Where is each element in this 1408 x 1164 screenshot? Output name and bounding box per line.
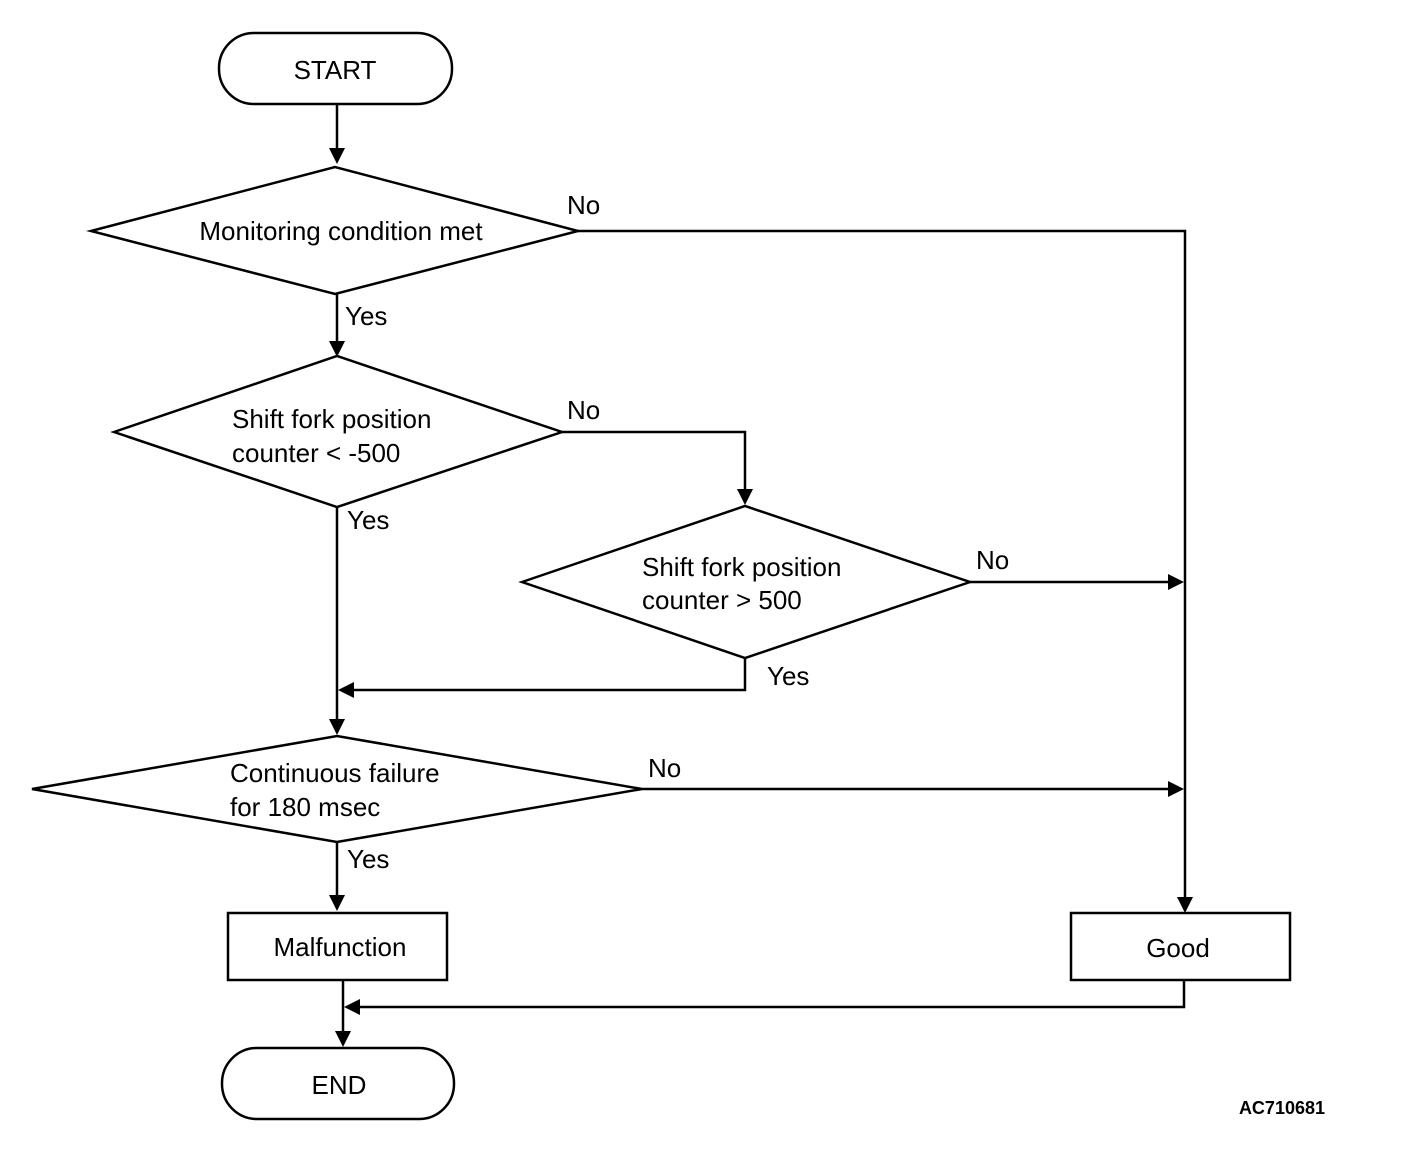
decision-continuous-line2: for 180 msec	[230, 792, 380, 822]
decision-continuous-line1: Continuous failure	[230, 758, 440, 788]
decision-shift-low-line2: counter < -500	[232, 438, 400, 468]
start-terminal	[217, 31, 454, 106]
decision-shift-high-line2: counter > 500	[642, 585, 802, 615]
start-label: START	[294, 55, 377, 85]
arrowhead	[344, 999, 360, 1015]
shift-low-yes-label: Yes	[347, 505, 389, 535]
good-box	[1069, 911, 1292, 982]
monitoring-no-label: No	[567, 190, 600, 220]
arrowhead	[329, 719, 345, 735]
arrowhead	[335, 1031, 351, 1047]
continuous-yes-label: Yes	[347, 844, 389, 874]
connector-good-end	[360, 980, 1186, 1009]
decision-shift-high	[518, 504, 974, 660]
decision-shift-low-line1: Shift fork position	[232, 404, 431, 434]
arrowhead	[329, 341, 345, 357]
arrowhead	[338, 682, 354, 698]
shift-low-no-label: No	[567, 395, 600, 425]
shift-high-no-label: No	[976, 545, 1009, 575]
malfunction-box	[226, 911, 449, 982]
shift-high-yes-label: Yes	[767, 661, 809, 691]
arrowhead	[737, 489, 753, 505]
connector-monitoring-no	[578, 229, 1187, 898]
arrowhead	[329, 895, 345, 911]
figure-code: AC710681	[1239, 1098, 1325, 1118]
arrowhead	[1168, 781, 1184, 797]
decision-monitoring-label: Monitoring condition met	[199, 216, 483, 246]
continuous-no-label: No	[648, 753, 681, 783]
arrowhead	[1177, 897, 1193, 913]
decision-shift-high-line1: Shift fork position	[642, 552, 841, 582]
connector-shift-high-yes	[354, 658, 747, 692]
arrowhead	[329, 148, 345, 164]
end-label: END	[312, 1070, 367, 1100]
arrowhead	[1168, 574, 1184, 590]
connector-shift-low-no	[562, 430, 747, 490]
good-label: Good	[1146, 933, 1210, 963]
malfunction-label: Malfunction	[274, 932, 407, 962]
end-terminal	[220, 1046, 456, 1121]
monitoring-yes-label: Yes	[345, 301, 387, 331]
decision-continuous	[31, 734, 643, 844]
